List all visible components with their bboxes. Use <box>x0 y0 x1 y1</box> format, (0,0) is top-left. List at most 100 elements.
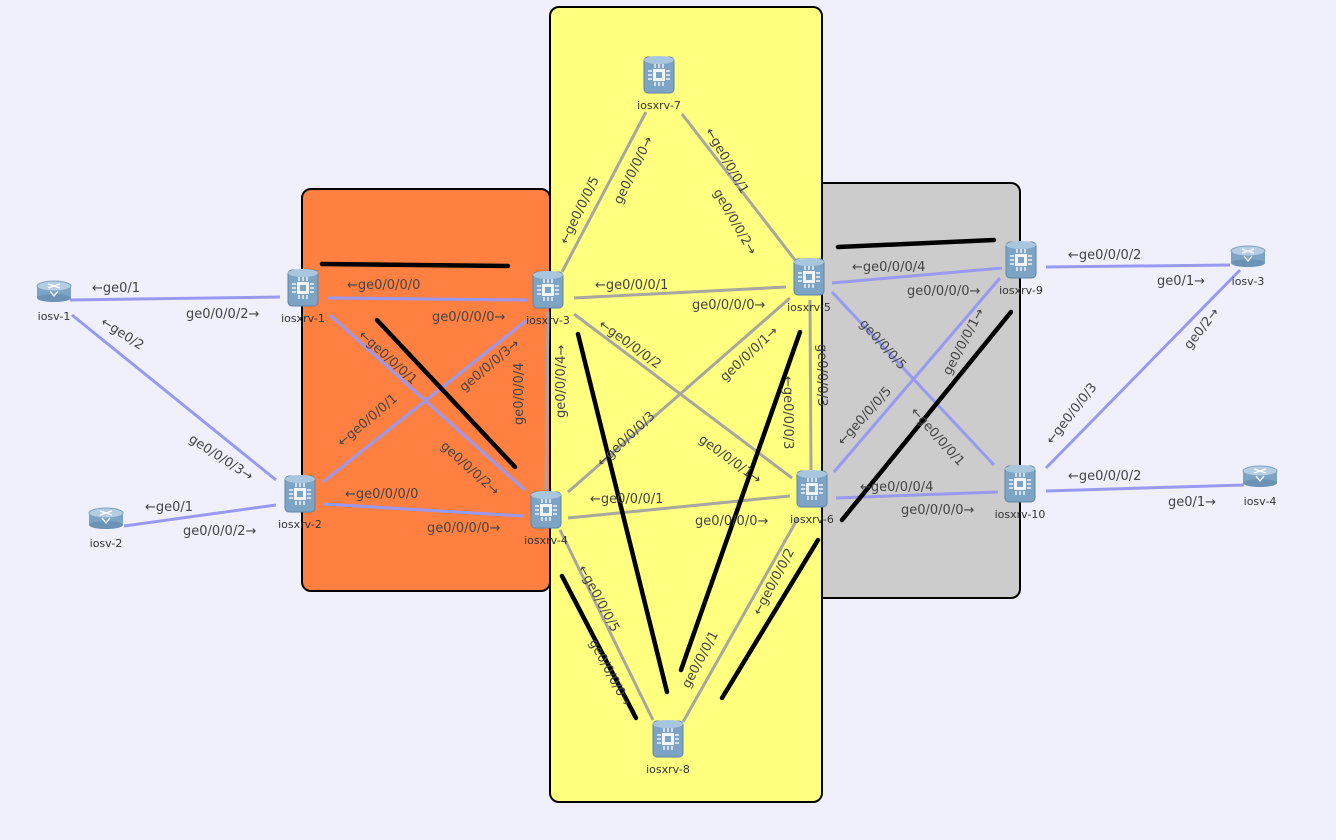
port-label: ge0/0/0/3 <box>814 344 829 406</box>
port-label: ge0/0/0/0→ <box>427 521 500 536</box>
port-label: ge0/0/0/3→ <box>186 432 256 485</box>
node-label: iosv-4 <box>1244 495 1277 508</box>
router-icon <box>1242 465 1278 487</box>
node-label: iosxrv-8 <box>646 763 690 776</box>
xr-router-icon <box>532 271 564 309</box>
port-label: ←ge0/0/0/4 <box>860 480 933 495</box>
link-iosv-1-iosxrv-1[interactable] <box>69 295 281 302</box>
link-iosxrv-4-iosxrv-5[interactable] <box>567 296 791 494</box>
node-iosxrv-3[interactable]: iosxrv-3 <box>526 271 570 327</box>
link-iosxrv-2-iosxrv-4[interactable] <box>322 502 524 518</box>
xr-router-icon <box>796 470 828 508</box>
link-iosxrv-6-iosxrv-9[interactable] <box>832 277 1002 473</box>
node-label: iosxrv-2 <box>278 518 322 531</box>
xr-router-icon <box>643 56 675 94</box>
port-label: ge0/0/0/4 <box>512 363 527 425</box>
link-iosxrv-1-iosxrv-3[interactable] <box>327 296 528 302</box>
port-label: ←ge0/0/0/4 <box>852 260 925 275</box>
link-iosxrv-2-iosxrv-3[interactable] <box>322 318 528 484</box>
link-iosxrv-1-iosxrv-4[interactable] <box>328 313 527 492</box>
link-iosxrv-4-iosxrv-6[interactable] <box>567 494 791 520</box>
port-label: ←ge0/0/0/0 <box>347 278 420 293</box>
node-label: iosxrv-1 <box>281 312 325 325</box>
annotation-stroke-8 <box>839 309 1014 523</box>
xr-router-icon <box>284 475 316 513</box>
node-label: iosxrv-7 <box>637 99 681 112</box>
router-icon <box>36 280 72 302</box>
port-label: ←ge0/2 <box>98 315 146 354</box>
port-label: ge0/0/0/0→ <box>692 298 765 313</box>
port-label: ←ge0/0/0/3 <box>780 376 795 449</box>
xr-router-icon <box>530 491 562 529</box>
node-iosxrv-10[interactable]: iosxrv-10 <box>995 465 1046 521</box>
node-iosxrv-8[interactable]: iosxrv-8 <box>646 720 690 776</box>
xr-router-icon <box>1005 241 1037 279</box>
link-iosxrv-3-iosxrv-4[interactable] <box>544 311 550 491</box>
node-iosxrv-6[interactable]: iosxrv-6 <box>790 470 834 526</box>
node-label: iosxrv-3 <box>526 314 570 327</box>
annotation-stroke-3 <box>575 331 670 695</box>
node-iosv-4[interactable]: iosv-4 <box>1242 465 1278 508</box>
annotation-stroke-5 <box>678 329 803 673</box>
node-iosv-3[interactable]: iosv-3 <box>1230 245 1266 288</box>
node-iosxrv-9[interactable]: iosxrv-9 <box>999 241 1043 297</box>
link-iosxrv-7-iosxrv-5[interactable] <box>680 113 797 261</box>
xr-router-icon <box>1004 465 1036 503</box>
router-icon <box>88 507 124 529</box>
annotation-stroke-7 <box>835 237 997 250</box>
annotation-stroke-2 <box>374 317 518 470</box>
port-label: ge0/0/0/4→ <box>554 345 569 418</box>
nodes-layer: iosv-1 iosv-2 iosv-3 iosv-4 iosxrv-1 iosxrv-2… <box>36 56 1278 776</box>
node-label: iosxrv-10 <box>995 508 1046 521</box>
port-label: ←ge0/0/0/0 <box>345 487 418 502</box>
router-icon <box>1230 245 1266 267</box>
port-label: ge0/0/0/2→ <box>183 524 256 539</box>
port-label: ←ge0/0/0/1 <box>590 492 663 507</box>
link-iosxrv-3-iosxrv-5[interactable] <box>573 285 787 300</box>
port-label: ge0/0/0/0→ <box>901 503 974 518</box>
node-iosxrv-4[interactable]: iosxrv-4 <box>524 491 568 547</box>
node-iosxrv-1[interactable]: iosxrv-1 <box>281 269 325 325</box>
link-iosxrv-10-iosv-4[interactable] <box>1045 483 1245 493</box>
port-label: ge0/0/0/0→ <box>432 310 505 325</box>
node-iosxrv-2[interactable]: iosxrv-2 <box>278 475 322 531</box>
link-iosxrv-5-iosxrv-6[interactable] <box>808 299 813 471</box>
node-label: iosxrv-4 <box>524 534 568 547</box>
node-label: iosv-1 <box>38 310 71 323</box>
annotation-stroke-6 <box>719 537 821 701</box>
port-label: ←ge0/1 <box>145 500 193 515</box>
node-label: iosxrv-9 <box>999 284 1043 297</box>
node-iosxrv-7[interactable]: iosxrv-7 <box>637 56 681 112</box>
port-label: ←ge0/0/0/3 <box>1043 380 1100 447</box>
links-layer <box>69 111 1245 723</box>
annotations-layer <box>319 237 1014 721</box>
link-iosxrv-9-iosv-3[interactable] <box>1045 263 1231 269</box>
annotation-stroke-1 <box>319 261 511 269</box>
port-label: ge0/0/0/2→ <box>186 307 259 322</box>
port-label: ge0/0/0/0→ <box>907 284 980 299</box>
link-iosv-1-iosxrv-2[interactable] <box>71 313 277 482</box>
node-label: iosxrv-5 <box>787 301 831 314</box>
node-iosv-2[interactable]: iosv-2 <box>88 507 124 550</box>
node-iosxrv-5[interactable]: iosxrv-5 <box>787 258 831 314</box>
node-label: iosxrv-6 <box>790 513 834 526</box>
port-label: ge0/0/0/0→ <box>695 514 768 529</box>
link-iosxrv-5-iosxrv-9[interactable] <box>831 266 1003 285</box>
link-iosxrv-3-iosxrv-7[interactable] <box>560 111 648 273</box>
link-iosxrv-6-iosxrv-8[interactable] <box>681 517 800 723</box>
port-label: ←ge0/0/0/2 <box>1068 248 1141 263</box>
port-label: ge0/1→ <box>1157 274 1205 289</box>
port-label: ←ge0/0/0/1 <box>595 278 668 293</box>
link-iosv-2-iosxrv-2[interactable] <box>123 503 277 528</box>
annotation-stroke-4 <box>559 573 639 721</box>
link-iosxrv-3-iosxrv-6[interactable] <box>573 312 793 480</box>
port-label: ←ge0/1 <box>92 281 140 296</box>
port-label: ←ge0/0/0/2 <box>1068 469 1141 484</box>
port-label: ge0/1→ <box>1168 495 1216 510</box>
link-iosxrv-10-iosv-3[interactable] <box>1044 268 1242 470</box>
link-iosxrv-4-iosxrv-8[interactable] <box>558 529 655 721</box>
xr-router-icon <box>287 269 319 307</box>
node-iosv-1[interactable]: iosv-1 <box>36 280 72 323</box>
node-label: iosv-3 <box>1232 275 1265 288</box>
